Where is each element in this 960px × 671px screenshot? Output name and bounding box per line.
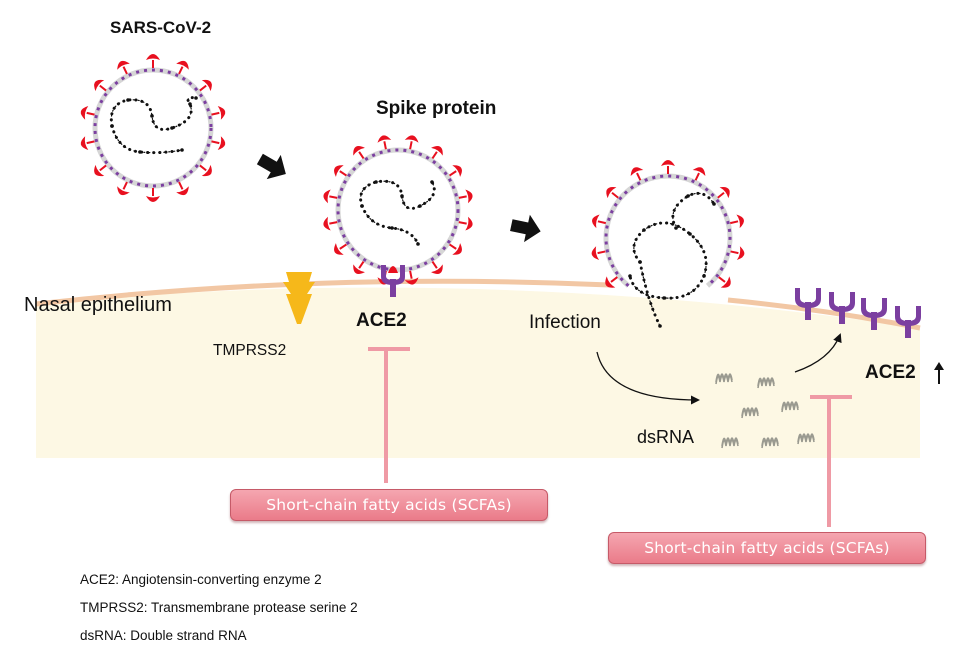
legend-dsrna: dsRNA: Double strand RNA — [80, 628, 247, 643]
up-arrow-icon — [934, 362, 944, 384]
spike-protein-icon — [591, 246, 606, 260]
ace2-label: ACE2 — [356, 310, 407, 331]
ace2-receptor-icon — [829, 292, 855, 324]
spike-protein-icon — [718, 276, 731, 288]
ace2-upregulated-label: ACE2 — [865, 362, 916, 383]
dsrna-label: dsRNA — [637, 427, 695, 447]
spike-protein-icon — [117, 181, 130, 196]
progress-arrow-2 — [510, 214, 541, 243]
spike-protein-icon — [211, 136, 226, 150]
dsrna-icon — [797, 433, 815, 445]
epithelial-membrane — [35, 278, 611, 307]
spike-protein-icon — [94, 79, 107, 92]
virus-particle-2 — [323, 135, 473, 285]
spike-protein-icon — [80, 136, 95, 150]
ace2-receptors-upregulated — [795, 288, 921, 338]
spike-protein-icon — [353, 146, 365, 160]
spike-protein-icon — [377, 135, 392, 150]
spike-protein-icon — [176, 181, 189, 196]
spike-protein-icon — [605, 276, 618, 288]
spike-protein-icon — [146, 54, 160, 68]
spike-protein-icon — [117, 60, 130, 75]
dsrna-icon — [757, 377, 775, 389]
scfa-box-left: Short-chain fatty acids (SCFAs) — [230, 489, 548, 521]
spike-protein-icon — [448, 243, 462, 255]
spike-protein-icon — [334, 165, 348, 177]
epithelial-cytoplasm — [36, 287, 920, 458]
spike-protein-icon — [592, 214, 606, 229]
spike-protein-icon — [146, 188, 160, 202]
spike-protein-icon — [334, 243, 348, 255]
dsrna-icon — [715, 373, 733, 385]
virus-particle-1 — [80, 54, 226, 202]
spike-protein-icon — [431, 146, 443, 160]
spike-protein-icon — [323, 189, 338, 204]
infection-arrow — [596, 351, 700, 405]
spike-protein-icon — [458, 216, 473, 231]
spike-protein-icon — [431, 260, 443, 274]
spike-protein-icon — [404, 270, 419, 285]
spike-protein-icon — [692, 167, 706, 181]
dsrna-icon — [761, 437, 779, 449]
spike-protein-icon — [730, 246, 745, 260]
progress-arrow-1 — [256, 153, 286, 180]
ace2-upregulation-arrow — [794, 333, 842, 373]
virus-label: SARS-CoV-2 — [110, 18, 212, 37]
ace2-receptor-bound — [381, 265, 405, 297]
spike-protein-icon — [323, 216, 338, 231]
spike-protein-icon — [730, 214, 744, 229]
spike-protein-icon — [606, 187, 619, 199]
spike-protein-icon — [80, 106, 95, 120]
scfa-inhibition-bar-right — [810, 395, 852, 527]
spike-protein-icon — [717, 187, 730, 199]
spike-protein-icon — [458, 189, 473, 204]
dsrna-icon — [721, 437, 739, 449]
legend-tmprss2: TMPRSS2: Transmembrane protease serine 2 — [80, 600, 358, 615]
spike-protein-icon — [199, 79, 212, 92]
tmprss2-label: TMPRSS2 — [213, 342, 287, 359]
spike-protein-icon — [176, 60, 189, 75]
ace2-receptor-icon — [795, 288, 821, 320]
spike-protein-icon — [404, 135, 419, 150]
spike-protein-icon — [661, 160, 675, 174]
legend-ace2: ACE2: Angiotensin-converting enzyme 2 — [80, 572, 322, 587]
spike-protein-icon — [199, 164, 212, 177]
tmprss2-protease-icon — [283, 272, 315, 324]
ace2-receptor-icon — [895, 306, 921, 338]
ace2-receptor-icon — [861, 298, 887, 330]
spike-protein-icon — [448, 165, 462, 177]
spike-protein-icon — [630, 167, 644, 181]
scfa-box-right: Short-chain fatty acids (SCFAs) — [608, 532, 926, 564]
spike-protein-icon — [211, 106, 226, 120]
spike-protein-label: Spike protein — [376, 98, 497, 119]
scfa-inhibition-bar-left — [368, 347, 410, 483]
spike-protein-icon — [94, 164, 107, 177]
nasal-epithelium-label: Nasal epithelium — [24, 294, 172, 316]
dsrna-strands — [715, 373, 815, 449]
dsrna-icon — [741, 407, 759, 419]
infection-label: Infection — [529, 312, 601, 333]
virus-particle-3 — [591, 160, 745, 326]
spike-protein-icon — [353, 260, 365, 274]
dsrna-icon — [781, 401, 799, 413]
